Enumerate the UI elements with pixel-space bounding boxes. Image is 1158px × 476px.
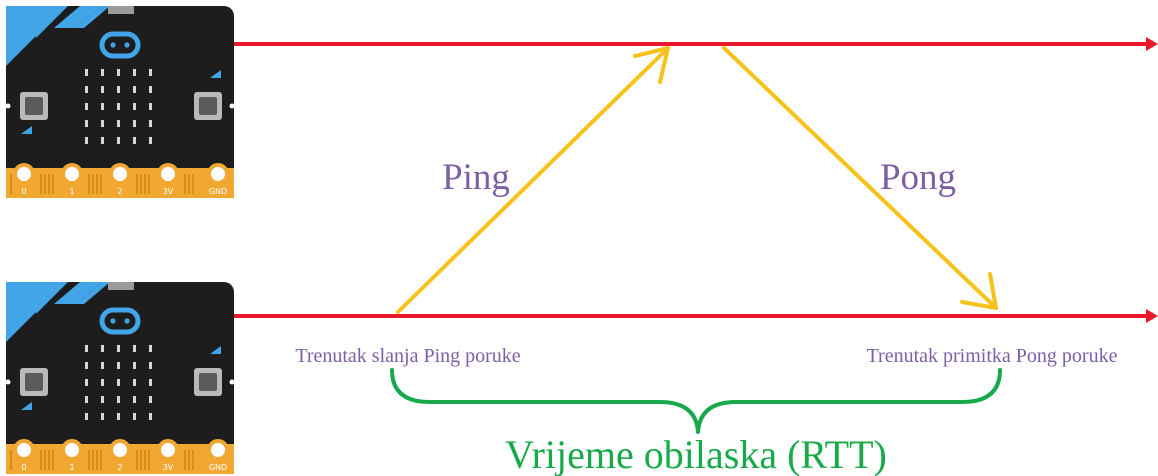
ping-arrowhead	[633, 46, 670, 84]
send-moment-label: Trenutak slanja Ping poruke	[295, 345, 520, 367]
microbit-board-bottom: 0 1 2 3V GND	[6, 282, 235, 474]
ping-arrow	[396, 46, 670, 314]
rtt-label: Vrijeme obilaska (RTT)	[505, 432, 887, 476]
receive-moment-label: Trenutak primitka Pong poruke	[867, 345, 1118, 367]
pin-label-3v: 3V	[163, 187, 174, 196]
arrowhead-icon	[1146, 37, 1158, 51]
arrowhead-icon	[1146, 309, 1158, 323]
ping-label: Ping	[442, 157, 510, 198]
pong-arrowhead	[960, 272, 998, 310]
pin-label-gnd: GND	[209, 187, 227, 196]
pong-label: Pong	[880, 157, 956, 198]
pong-arrow	[722, 46, 998, 310]
pin-label-0: 0	[21, 463, 26, 472]
pin-label-2: 2	[117, 463, 122, 472]
pin-label-1: 1	[69, 187, 74, 196]
rtt-brace	[390, 368, 1002, 434]
pin-label-gnd: GND	[209, 463, 227, 472]
pin-label-3v: 3V	[163, 463, 174, 472]
pin-label-1: 1	[69, 463, 74, 472]
pin-label-2: 2	[117, 187, 122, 196]
pin-label-0: 0	[21, 187, 26, 196]
microbit-board-top: 0 1 2 3V GND	[6, 6, 235, 198]
